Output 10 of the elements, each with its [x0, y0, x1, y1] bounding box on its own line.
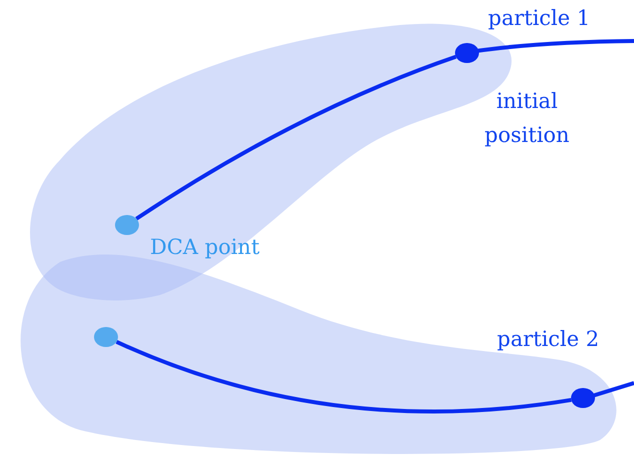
trajectory-curve	[135, 54, 457, 220]
point-marker	[571, 388, 595, 408]
trajectory-curve	[116, 340, 572, 414]
annotation-label: DCA point	[150, 234, 260, 261]
annotation-label: particle 2	[497, 326, 600, 353]
annotation-label: initial position	[484, 88, 570, 149]
annotation-label: particle 1	[488, 5, 590, 32]
point-marker	[115, 215, 139, 235]
point-marker	[455, 43, 479, 63]
point-marker	[94, 327, 118, 347]
